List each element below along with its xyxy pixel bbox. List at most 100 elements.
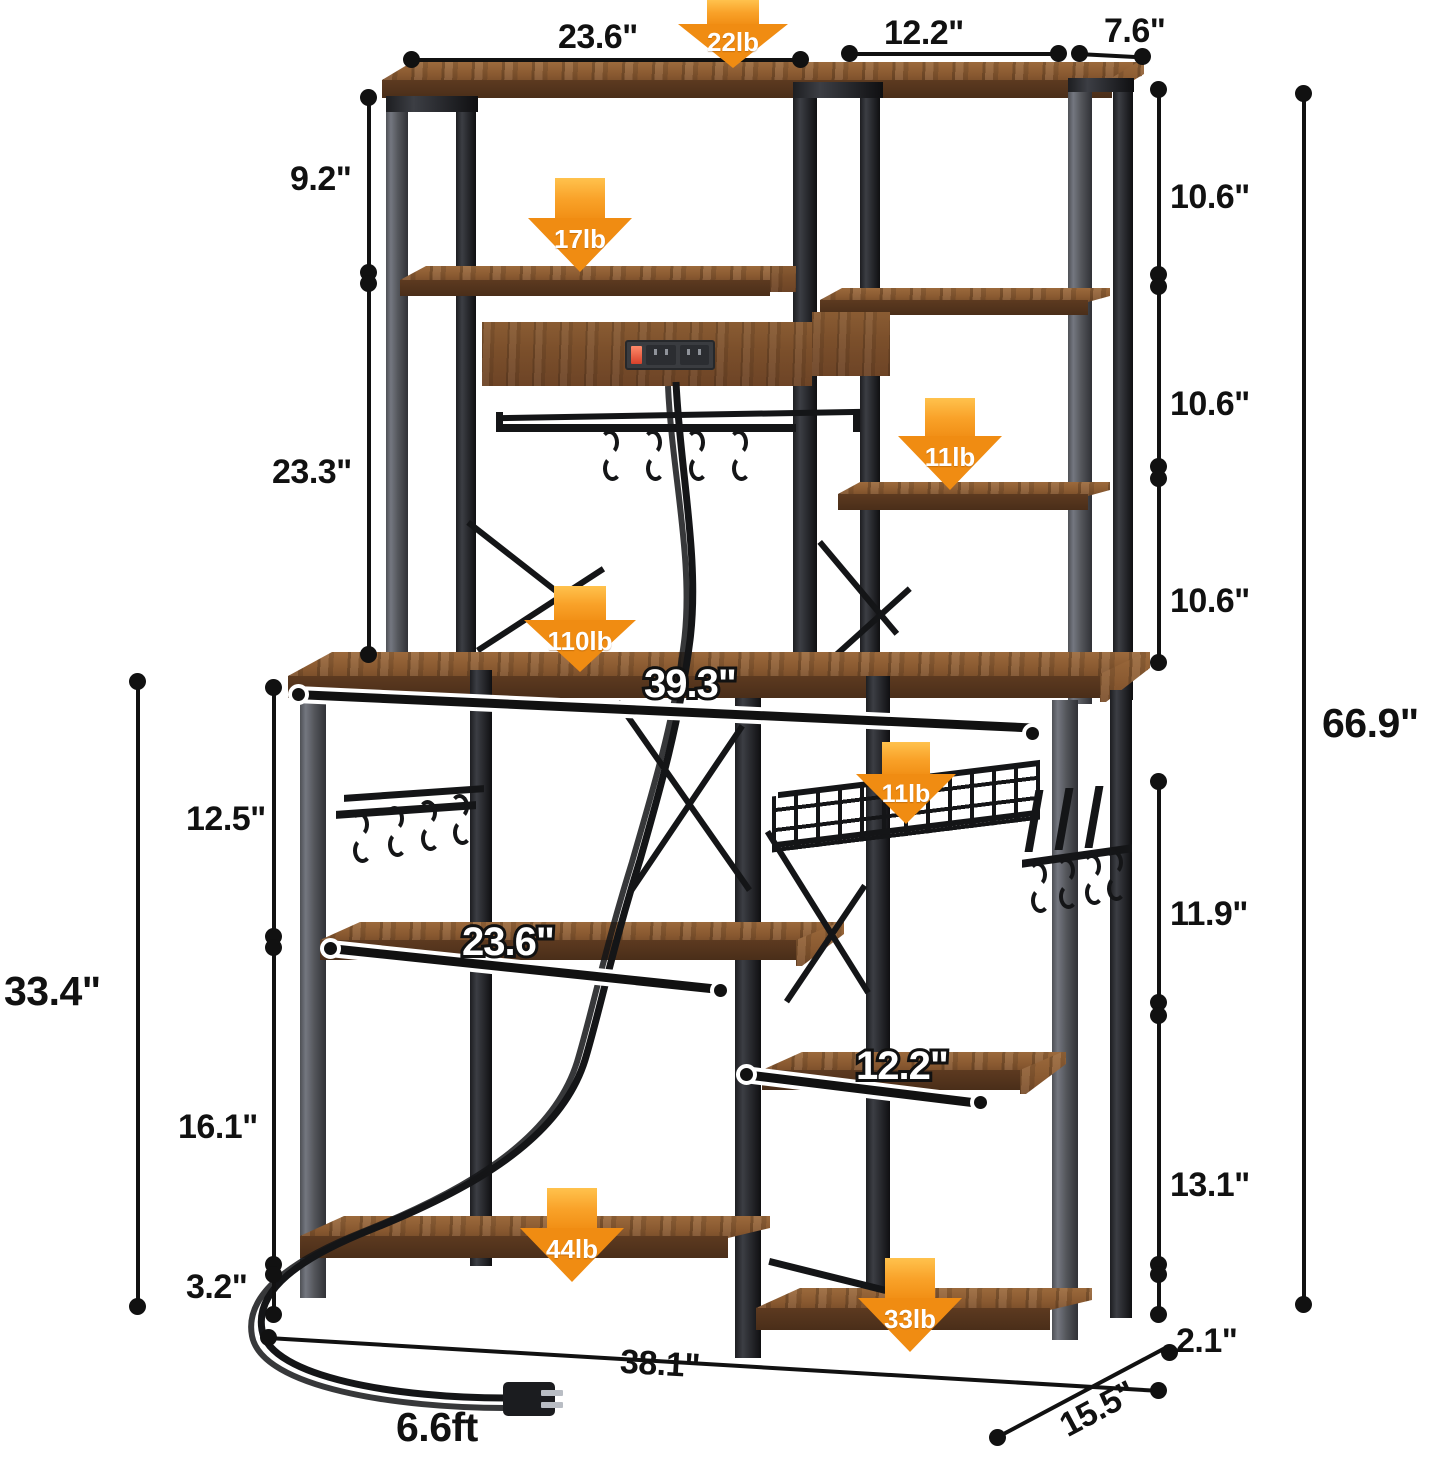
right-dim-dot-r1a (1150, 81, 1167, 98)
leg-front-left (300, 698, 326, 1298)
hutch-hook-rail-right-drop (853, 410, 860, 432)
right-dim-line-r1 (1157, 88, 1161, 274)
right-dim-dot-overall-a (1295, 85, 1312, 102)
power-board-panel-right (812, 312, 890, 376)
hutch-post-center-back (860, 96, 880, 672)
s-hook-left-3 (418, 800, 444, 860)
right-dim-line-r5 (1157, 1014, 1161, 1264)
s-hook-left-2 (385, 806, 411, 866)
right-mid-shelf (762, 1052, 1062, 1072)
left-dim-dot-32a (265, 1266, 282, 1283)
hutch-right-shelf-upper-edge (820, 300, 1088, 315)
left-dim-dot-32b (265, 1306, 282, 1323)
left-dim-dot-334a (129, 673, 146, 690)
left-dim-label-92: 9.2" (290, 160, 352, 198)
left-dim-line-334 (136, 680, 140, 1306)
hutch-post-left-topbridge (386, 96, 478, 112)
right-dim-label-r4: 11.9" (1170, 895, 1248, 933)
hutch-left-shelf-edge (400, 280, 770, 296)
cord-length-label: 6.6ft (396, 1404, 478, 1450)
top-dim-label-1: 23.6" (558, 18, 638, 56)
bottom-width-line (267, 1336, 1157, 1393)
left-dim-label-334: 33.4" (4, 968, 101, 1014)
bottom-depth-dot-b (1161, 1344, 1178, 1361)
load-arrow-11lb-hutch: 11lb (898, 398, 1002, 492)
s-hook-2 (643, 430, 669, 490)
leftmid-measure-dot-b (710, 980, 731, 1001)
hutch-post-left-front (386, 96, 408, 652)
left-dim-line-161 (272, 946, 276, 1264)
s-hook-right-3 (1082, 854, 1108, 914)
left-dim-line-32 (272, 1272, 276, 1314)
top-dim-dot-3a (1071, 45, 1088, 62)
right-dim-dot-r6b (1150, 1306, 1167, 1323)
left-dim-line-233 (367, 282, 371, 652)
glass-rail-3 (1084, 786, 1104, 848)
right-dim-line-overall (1302, 92, 1306, 1304)
worktop-measure-dot-a (288, 684, 309, 705)
right-dim-label-r5: 13.1" (1170, 1166, 1250, 1204)
top-dim-dot-1b (792, 51, 809, 68)
leftmid-width-label: 23.6" (459, 917, 558, 967)
rightmid-width-label: 12.2" (853, 1041, 952, 1091)
left-dim-dot-92a (360, 89, 377, 106)
top-dim-label-3: 7.6" (1104, 12, 1166, 50)
s-hook-right-1 (1028, 862, 1054, 922)
outlet-1[interactable] (646, 345, 676, 365)
right-dim-line-r3 (1157, 477, 1161, 663)
hutch-hook-rail-left-drop (496, 412, 503, 432)
s-hook-left-1 (350, 812, 376, 872)
worktop-measure-dot-b (1022, 723, 1043, 744)
s-hook-4 (729, 430, 755, 490)
leg-front-center (735, 698, 761, 1358)
top-dim-dot-2a (841, 45, 858, 62)
load-arrow-33lb-label: 33lb (883, 1304, 937, 1334)
right-dim-dot-r2a (1150, 278, 1167, 295)
top-shelf-edge (382, 80, 1112, 98)
s-hook-right-4 (1104, 850, 1130, 910)
s-hook-3 (686, 430, 712, 490)
right-dim-line-r6 (1157, 1272, 1161, 1314)
right-dim-label-r3: 10.6" (1170, 582, 1250, 620)
right-dim-line-r2 (1157, 285, 1161, 465)
hutch-post-right-back (1113, 90, 1133, 700)
load-arrow-17lb-label: 17lb (553, 224, 607, 254)
right-dim-label-overall: 66.9" (1322, 700, 1419, 746)
right-dim-label-r1: 10.6" (1170, 178, 1250, 216)
left-dim-dot-125a (265, 679, 282, 696)
left-dim-line-92 (367, 96, 371, 272)
left-dim-label-161: 16.1" (178, 1108, 258, 1146)
hutch-left-shelf (400, 266, 795, 282)
top-dim-line-1 (410, 58, 800, 62)
left-dim-dot-161a (265, 939, 282, 956)
right-dim-line-r4 (1157, 780, 1161, 1002)
left-dim-line-125 (272, 686, 276, 936)
load-arrow-110lb-label: 110lb (547, 626, 613, 656)
load-arrow-11lb-hutch-label: 11lb (924, 442, 976, 472)
power-switch[interactable] (631, 346, 642, 364)
hutch-right-shelf-upper (820, 288, 1110, 302)
top-shelf-surface (382, 62, 1142, 82)
bottom-depth-dot-a (989, 1429, 1006, 1446)
right-dim-label-r2: 10.6" (1170, 385, 1250, 423)
left-dim-label-32: 3.2" (186, 1268, 248, 1306)
right-dim-dot-r3a (1150, 470, 1167, 487)
right-dim-dot-overall-b (1295, 1296, 1312, 1313)
load-arrow-22lb-label: 22lb (706, 27, 760, 57)
left-dim-dot-233b (360, 646, 377, 663)
load-arrow-22lb: 22lb (678, 0, 788, 70)
power-strip[interactable] (625, 340, 715, 370)
lower-brace-c (764, 830, 871, 995)
load-arrow-44lb: 44lb (520, 1188, 624, 1284)
hutch-post-center-topbridge (793, 82, 883, 98)
worktop-width-label: 39.3" (641, 659, 740, 709)
bottom-width-dot-a (260, 1329, 277, 1346)
load-arrow-11lb-basket: 11lb (856, 742, 956, 828)
hutch-right-shelf-lower-edge (838, 494, 1088, 510)
rightmid-measure-dot-b (970, 1092, 991, 1113)
right-dim-dot-r3b (1150, 654, 1167, 671)
outlet-2[interactable] (679, 345, 709, 365)
hutch-post-right-front (1068, 78, 1092, 704)
s-hook-left-4 (450, 794, 476, 854)
right-dim-label-r6: 2.1" (1176, 1322, 1238, 1360)
